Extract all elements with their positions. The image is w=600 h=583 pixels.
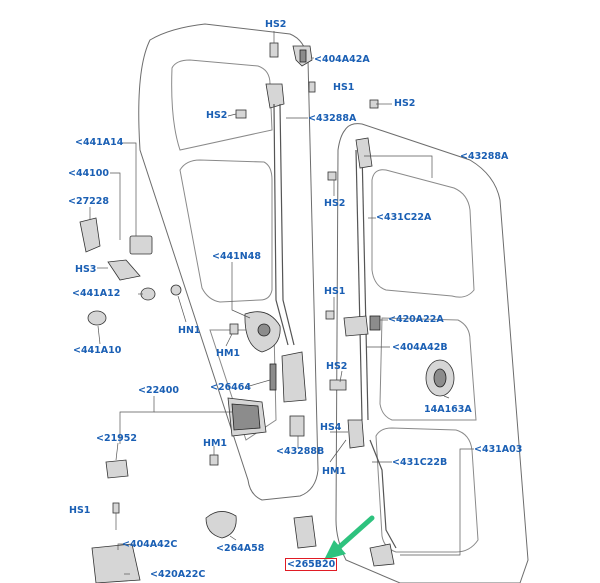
label-264a58[interactable]: <264A58 [216, 543, 265, 554]
label-441a14[interactable]: <441A14 [75, 137, 124, 148]
label-27228[interactable]: <27228 [68, 196, 110, 207]
bottom-parts [91, 502, 395, 583]
label-441a12[interactable]: <441A12 [72, 288, 121, 299]
label-431c22b[interactable]: <431C22B [392, 457, 448, 468]
label-43288b[interactable]: <43288B [276, 446, 325, 457]
label-hs2-right[interactable]: HS2 [394, 98, 416, 109]
top-hinge-assembly [235, 42, 379, 119]
label-hm1-right[interactable]: HM1 [322, 466, 347, 477]
label-hs2-left[interactable]: HS2 [206, 110, 228, 121]
label-hs2-lower[interactable]: HS2 [326, 361, 348, 372]
label-44100[interactable]: <44100 [68, 168, 110, 179]
label-420a22a[interactable]: <420A22A [388, 314, 444, 325]
label-404a42b[interactable]: <404A42B [392, 342, 448, 353]
center-lock-parts [105, 351, 455, 479]
pointer-arrow [324, 515, 375, 560]
right-door-panel [335, 123, 529, 583]
label-441a10[interactable]: <441A10 [73, 345, 122, 356]
label-hn1[interactable]: HN1 [178, 325, 201, 336]
label-43288a-left[interactable]: <43288A [308, 113, 357, 124]
label-hm1-mid[interactable]: HM1 [203, 438, 228, 449]
label-hs2-mid[interactable]: HS2 [324, 198, 346, 209]
label-420a22c[interactable]: <420A22C [150, 569, 206, 580]
label-14a163a[interactable]: 14A163A [424, 404, 472, 415]
label-22400[interactable]: <22400 [138, 385, 180, 396]
label-431c22a[interactable]: <431C22A [376, 212, 432, 223]
label-hs1-bottom[interactable]: HS1 [69, 505, 91, 516]
label-21952[interactable]: <21952 [96, 433, 138, 444]
label-431a03[interactable]: <431A03 [474, 444, 523, 455]
label-hs1-top[interactable]: HS1 [333, 82, 355, 93]
label-441n48[interactable]: <441N48 [212, 251, 261, 262]
right-hinges [325, 137, 381, 449]
label-404a42a[interactable]: <404A42A [314, 54, 370, 65]
handle-parts [79, 217, 281, 353]
label-hs3[interactable]: HS3 [75, 264, 97, 275]
label-hm1-left[interactable]: HM1 [216, 348, 241, 359]
lock-rods [273, 103, 397, 549]
label-26464[interactable]: <26464 [210, 382, 252, 393]
label-hs2-top[interactable]: HS2 [265, 19, 287, 30]
label-hs1-mid[interactable]: HS1 [324, 286, 346, 297]
label-43288a-right[interactable]: <43288A [460, 151, 509, 162]
leader-lines [89, 31, 474, 575]
label-hs4[interactable]: HS4 [320, 422, 342, 433]
label-404a42c[interactable]: <404A42C [122, 539, 178, 550]
label-265b20-highlighted[interactable]: <265B20 [284, 558, 338, 571]
